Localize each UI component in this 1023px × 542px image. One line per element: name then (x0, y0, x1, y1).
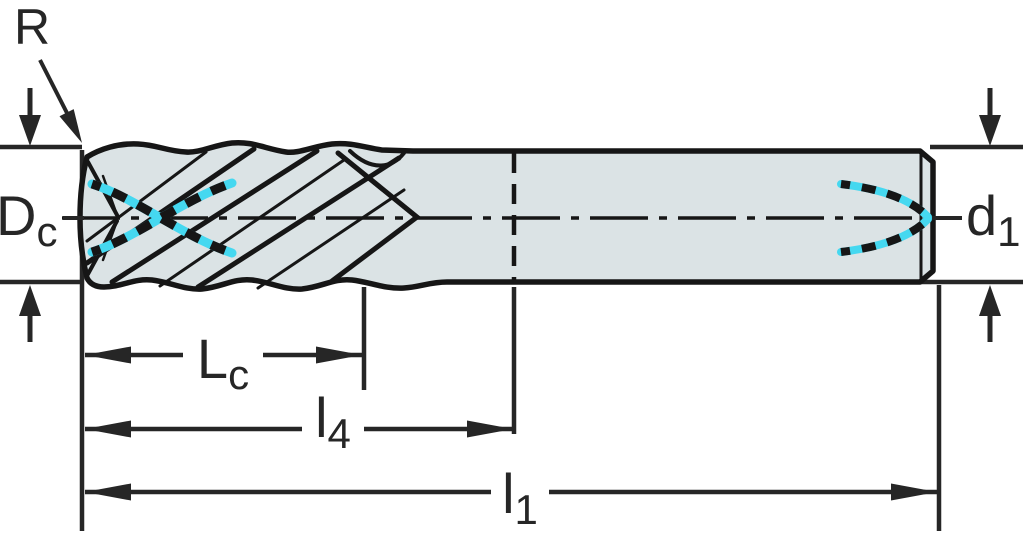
dim-line-l4 (85, 420, 513, 438)
shank-highlight-right-dashes (840, 180, 931, 256)
d1-dimension-arrows (979, 88, 1001, 342)
flute-helix-lines (84, 146, 422, 290)
tool-outline (77, 139, 936, 292)
cutting-edge-highlight-left-dashes (90, 178, 234, 258)
flute-runout-curl (348, 149, 406, 168)
label-corner-radius-R: R (14, 2, 50, 52)
label-text: R (14, 0, 51, 55)
tool-body (77, 139, 936, 292)
radius-leader-arrow (38, 59, 82, 143)
dc-dimension-arrows (19, 88, 41, 342)
